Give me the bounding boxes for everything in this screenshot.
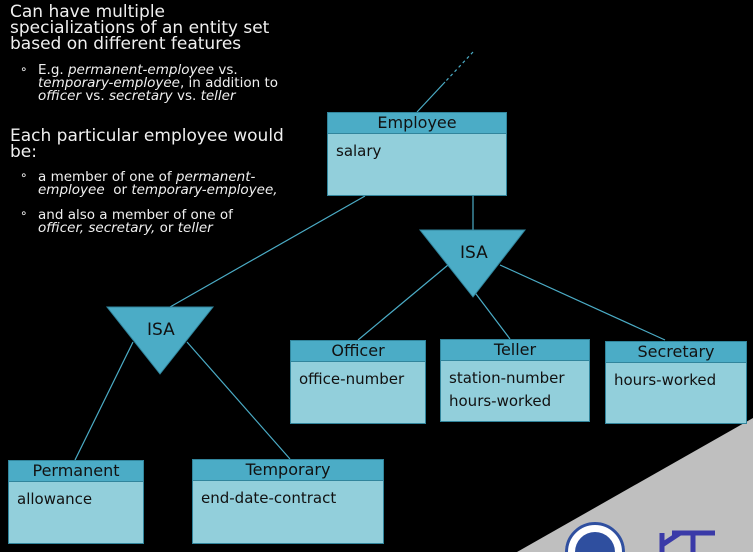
attribute: hours-worked xyxy=(614,371,717,389)
link xyxy=(74,341,134,461)
entity-name: Teller xyxy=(441,340,589,361)
link xyxy=(499,264,666,341)
bullet-icon: ∘ xyxy=(20,168,28,182)
dashed-link xyxy=(444,51,474,83)
bullet-icon: ∘ xyxy=(20,62,28,76)
entity-teller[interactable]: Teller station-number hours-worked xyxy=(440,339,590,422)
link xyxy=(169,195,366,308)
entity-secretary[interactable]: Secretary hours-worked xyxy=(605,341,747,424)
entity-name: Permanent xyxy=(9,461,143,482)
link xyxy=(357,264,449,341)
entity-employee[interactable]: Employee salary xyxy=(327,112,507,196)
attribute: allowance xyxy=(17,490,93,508)
bullet-2: a member of one of permanent- employee o… xyxy=(38,169,278,198)
entity-name: Secretary xyxy=(606,342,746,363)
attribute: end-date-contract xyxy=(201,489,337,507)
bullet-1: E.g. permanent-employee vs. temporary-em… xyxy=(38,62,279,104)
isa-triangle-top xyxy=(418,229,527,298)
entity-name: Temporary xyxy=(193,460,383,481)
attribute: station-number xyxy=(449,369,565,387)
entity-temporary[interactable]: Temporary end-date-contract xyxy=(192,459,384,544)
entity-permanent[interactable]: Permanent allowance xyxy=(8,460,144,544)
attribute: salary xyxy=(336,142,382,160)
entity-name: Officer xyxy=(291,341,425,362)
isa-label-left: ISA xyxy=(147,320,175,340)
bullet-3: and also a member of one of officer, sec… xyxy=(38,207,233,236)
university-seal-logo xyxy=(565,522,625,552)
link xyxy=(416,81,446,113)
attribute: office-number xyxy=(299,370,405,388)
bullet-icon: ∘ xyxy=(20,206,28,220)
isa-label-top: ISA xyxy=(460,243,488,263)
link xyxy=(186,341,291,460)
link xyxy=(472,289,511,340)
entity-name: Employee xyxy=(328,113,506,134)
attribute: hours-worked xyxy=(449,392,552,410)
entity-officer[interactable]: Officer office-number xyxy=(290,340,426,424)
footer-shape xyxy=(517,418,753,552)
kt-logo xyxy=(659,530,715,552)
isa-triangle-left xyxy=(105,306,215,375)
